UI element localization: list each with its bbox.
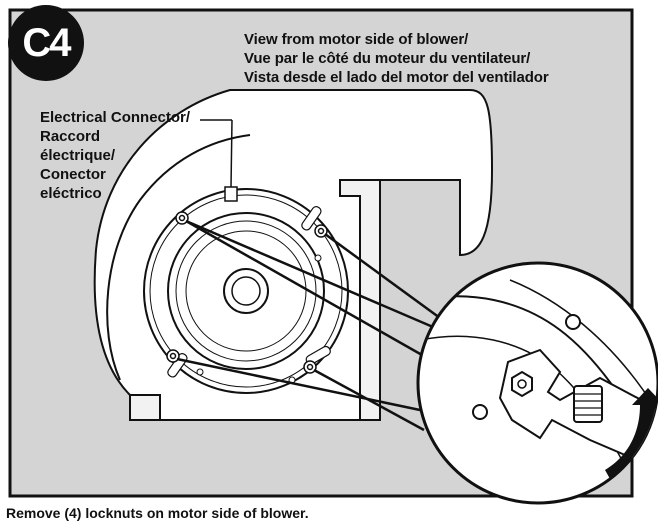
- electrical-connector: [224, 186, 238, 202]
- view-title: View from motor side of blower/ Vue par …: [244, 30, 549, 87]
- connector-label: Electrical Connector/ Raccord électrique…: [40, 108, 190, 203]
- leader-lines: [176, 119, 441, 432]
- zoom-inset: [416, 261, 658, 505]
- connector-label-line: eléctrico: [40, 185, 102, 202]
- connector-label-line: Conector: [40, 166, 106, 183]
- view-title-en: View from motor side of blower/: [244, 31, 469, 48]
- step-badge-label: C4: [22, 20, 71, 65]
- connector-label-line: Raccord: [40, 128, 101, 145]
- figure-caption: Remove (4) locknuts on motor side of blo…: [6, 505, 309, 521]
- view-title-es: Vista desde el lado del motor del ventil…: [244, 69, 549, 86]
- wrench-icon: [498, 348, 658, 472]
- locknut-icon: [166, 211, 328, 374]
- rotation-arrow-icon: [605, 388, 658, 486]
- connector-label-line: électrique/: [40, 147, 116, 164]
- connector-label-line: Electrical Connector/: [40, 109, 191, 126]
- motor-assembly: [143, 186, 349, 394]
- view-title-fr: Vue par le côté du moteur du ventilateur…: [244, 50, 531, 67]
- step-badge: [8, 5, 84, 81]
